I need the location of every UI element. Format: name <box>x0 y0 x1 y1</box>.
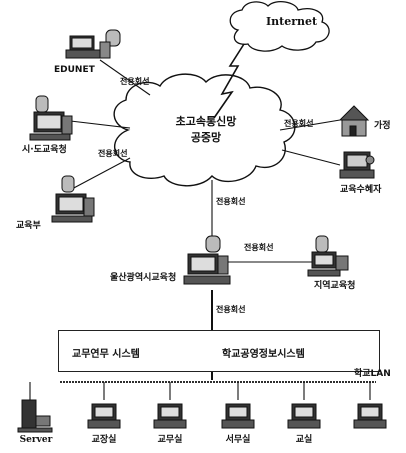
classroom-computer-icon <box>287 403 321 429</box>
local-office-label: 지역교육청 <box>314 281 356 291</box>
terminal-label-classroom: 교실 <box>295 435 313 445</box>
ulsan-office-computer-icon <box>183 235 231 285</box>
home-label: 가정 <box>374 121 391 131</box>
core-network-label-line1: 초고속통신망 <box>175 115 237 128</box>
beneficiary-computer-icon <box>339 151 375 179</box>
local-office-computer-icon <box>307 235 349 277</box>
core-network-cloud-shape <box>113 73 296 187</box>
dedicated-line-label-edunet: 전용회선 <box>120 77 150 86</box>
principal-room-computer-icon <box>87 403 121 429</box>
school-systems-box <box>58 330 380 372</box>
ministry-computer-icon <box>51 175 95 223</box>
teachers-room-computer-icon <box>153 403 187 429</box>
terminal-label-server: Server <box>19 435 53 445</box>
lightning-bolt-icon <box>213 43 245 119</box>
dedicated-line-label-trunk: 전용회선 <box>216 197 246 206</box>
internet-cloud-shape <box>229 0 330 52</box>
terminal-label-admin: 서무실 <box>225 435 251 445</box>
dedicated-line-label-home: 전용회선 <box>284 119 314 128</box>
admin-room-computer-icon <box>221 403 255 429</box>
classroom2-computer-icon <box>353 403 387 429</box>
ulsan-office-label: 울산광역시교육청 <box>110 273 177 283</box>
internet-label: Internet <box>266 15 318 28</box>
edunet-computer-icon <box>65 29 121 59</box>
core-network-label-line2: 공중망 <box>190 131 222 144</box>
school-lan-label: 학교LAN <box>354 369 391 379</box>
dedicated-line-label-local: 전용회선 <box>244 243 274 252</box>
dedicated-line-label-lan: 전용회선 <box>216 305 246 314</box>
home-house-icon <box>338 105 370 137</box>
ministry-label: 교육부 <box>16 221 41 231</box>
dedicated-line-label-city: 전용회선 <box>98 149 128 158</box>
beneficiary-label: 교육수혜자 <box>340 185 382 195</box>
terminal-label-teachers: 교무실 <box>157 435 183 445</box>
academic-system-label: 교무연무 시스템 <box>72 349 140 360</box>
city-office-computer-icon <box>29 95 73 141</box>
city-office-label: 시·도교육청 <box>22 145 67 155</box>
server-tower-icon <box>17 399 53 433</box>
terminal-label-principal: 교장실 <box>91 435 117 445</box>
edunet-label: EDUNET <box>54 65 95 75</box>
admin-system-label: 학교공영정보시스템 <box>222 349 305 360</box>
